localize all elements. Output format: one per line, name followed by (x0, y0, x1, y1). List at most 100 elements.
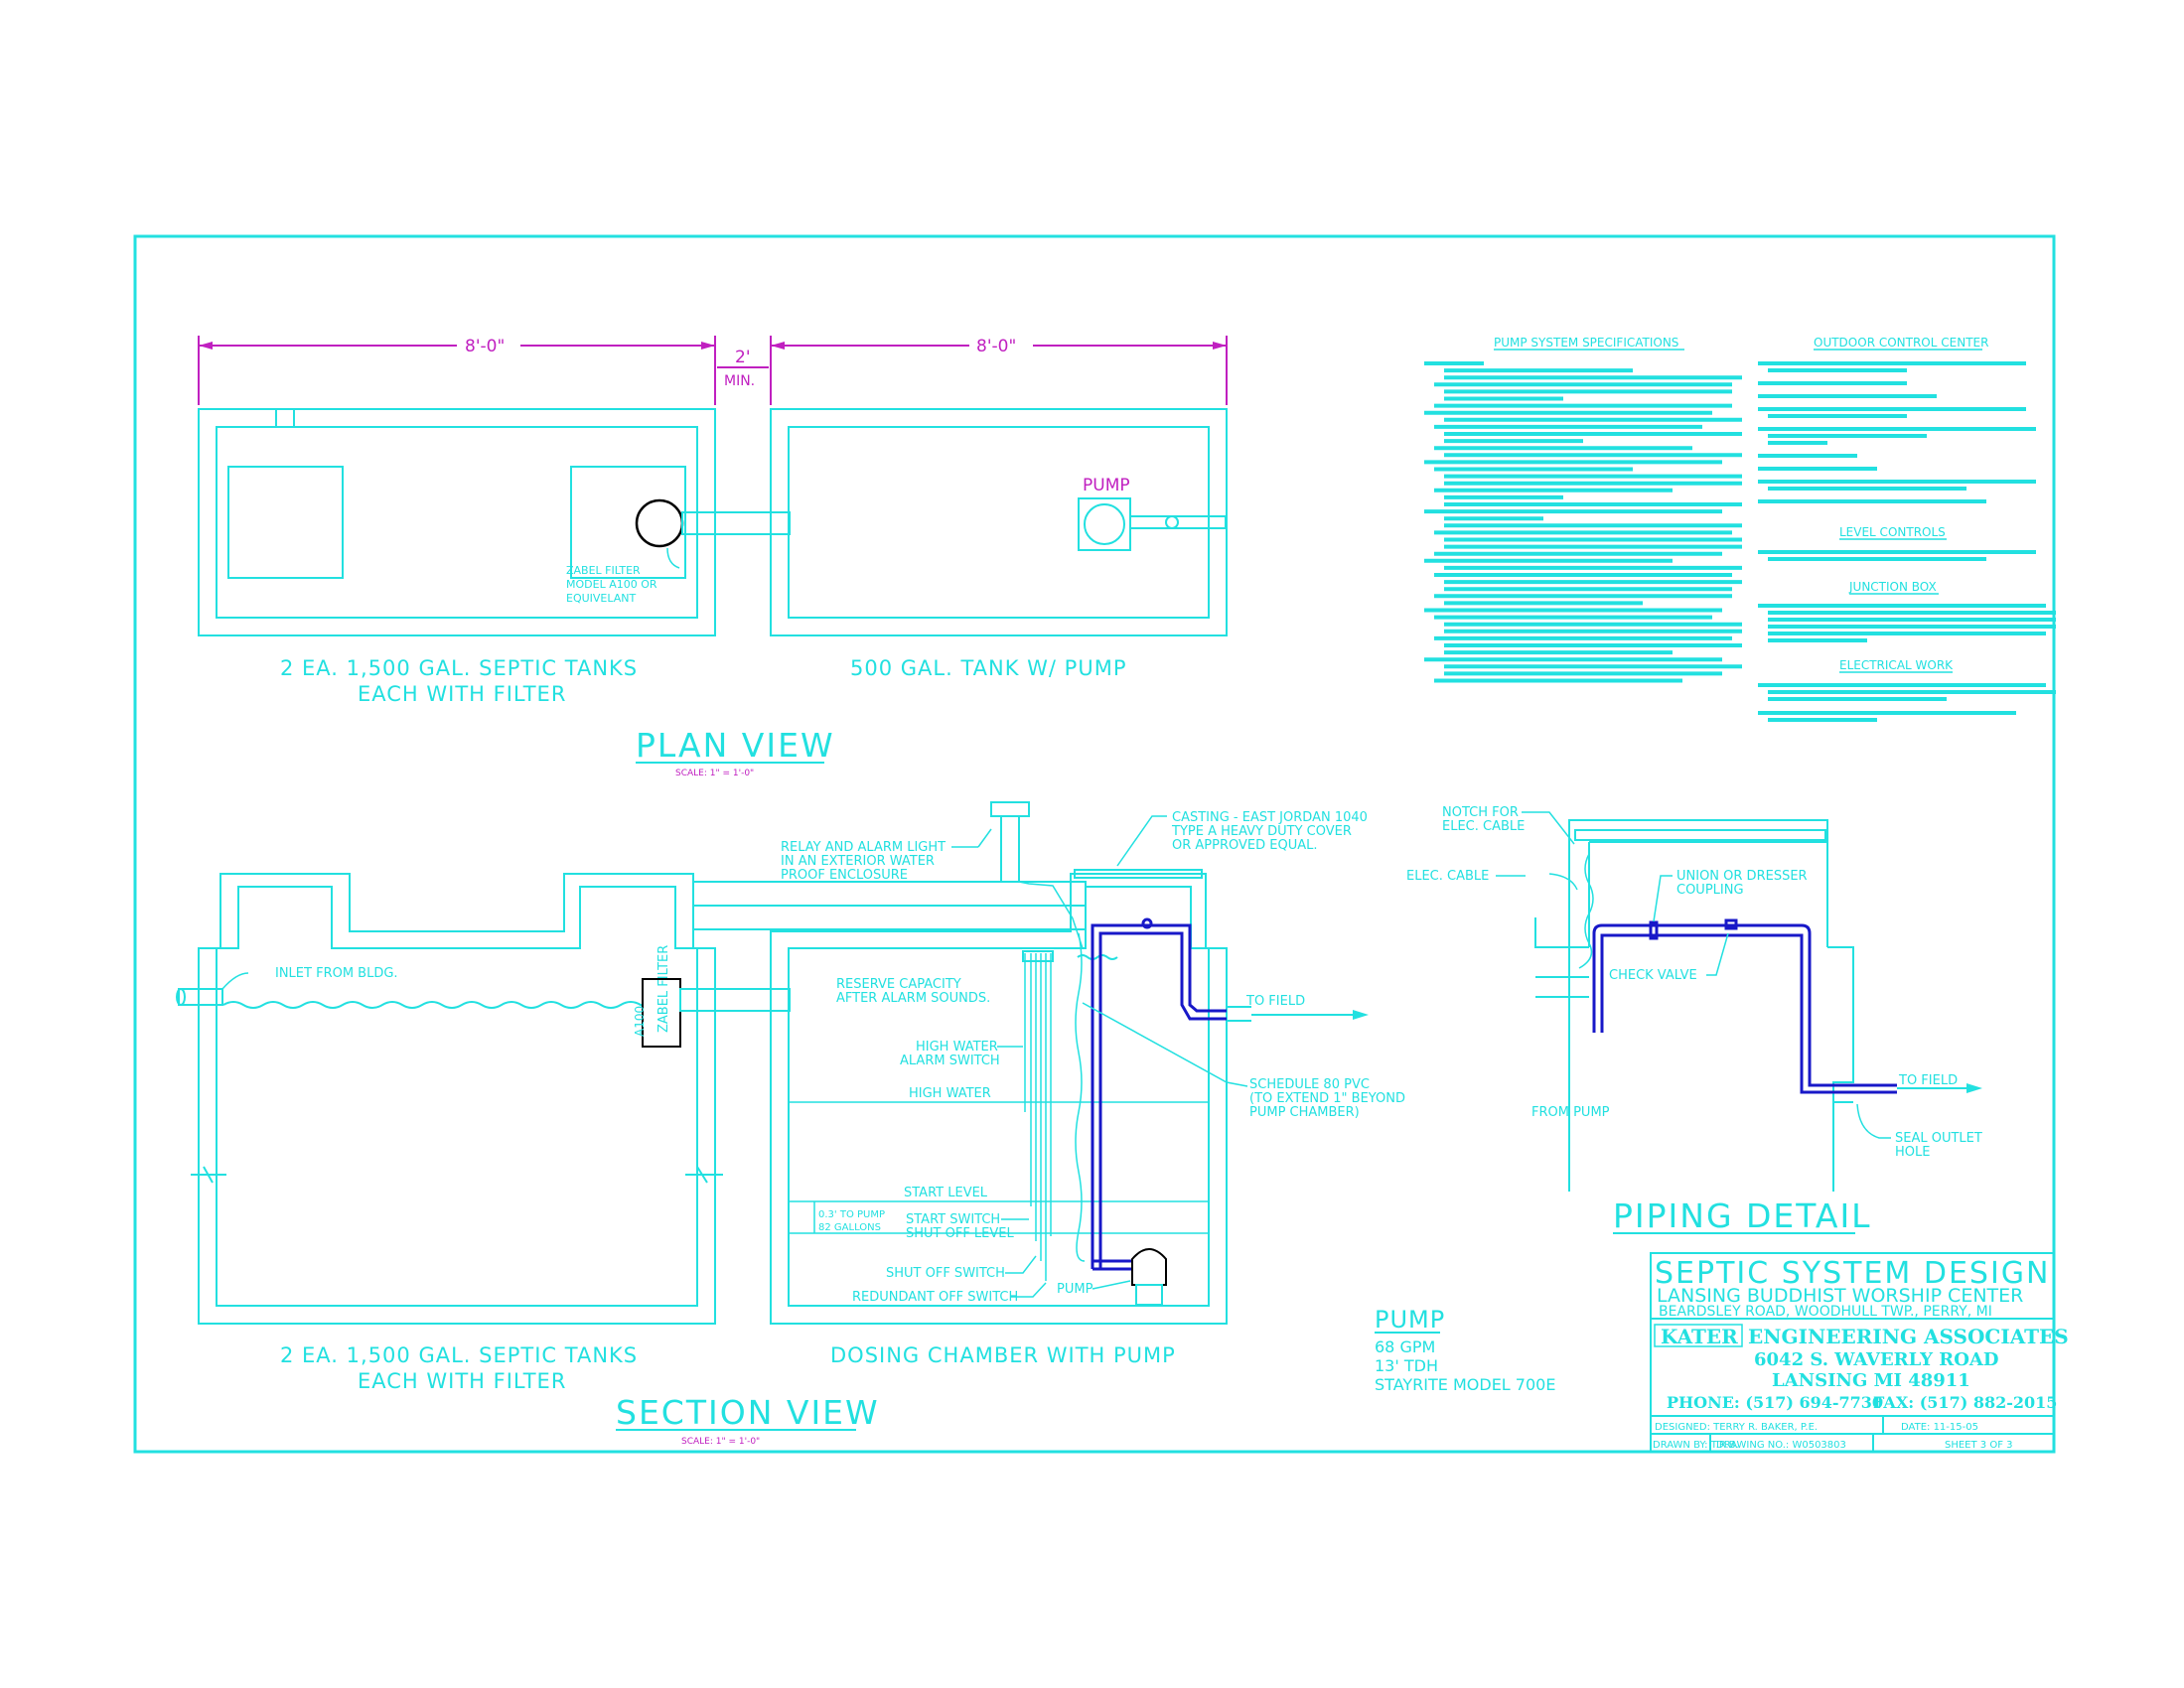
septic-tank-plan-outer (198, 408, 716, 636)
high-water-label: HIGH WATER (909, 1086, 991, 1101)
firm-city: LANSING MI 48911 (1772, 1370, 1970, 1391)
pump-spec-tdh: 13' TDH (1375, 1356, 1438, 1375)
sheet-number: SHEET 3 OF 3 (1945, 1440, 2013, 1451)
spec-heading-outdoor-control: OUTDOOR CONTROL CENTER (1814, 336, 1988, 350)
seal-note-1: SEAL OUTLET (1895, 1131, 1982, 1146)
check-valve-label: CHECK VALVE (1609, 968, 1697, 983)
shut-off-switch-label: SHUT OFF SWITCH (886, 1266, 1005, 1281)
dim-gap-min-label: MIN. (724, 373, 755, 389)
plan-caption-right: 500 GAL. TANK W/ PUMP (850, 656, 1127, 680)
casting-cover (1074, 869, 1203, 879)
union-note-1: UNION OR DRESSER (1676, 869, 1808, 884)
inlet-pipe (178, 988, 223, 1006)
dim-right-label: 8'-0" (976, 337, 1016, 356)
plan-caption-left-2: EACH WITH FILTER (358, 682, 566, 706)
spec-heading-electrical-work: ELECTRICAL WORK (1839, 658, 1954, 672)
septic-tank-section: INLET FROM BLDG. ZABEL FILTER A100 (176, 873, 791, 1325)
section-view-title: SECTION VIEW (616, 1393, 880, 1432)
firm-logo-box (1654, 1324, 1743, 1347)
high-water-switch-2: ALARM SWITCH (900, 1054, 1000, 1068)
pump-plan-circle (1084, 503, 1125, 545)
pump-tank-plan-inner (788, 426, 1210, 619)
spec-text-right-column (1758, 361, 2056, 722)
pump-spec: PUMP 68 GPM 13' TDH STAYRITE MODEL 700E (1375, 1306, 1555, 1394)
pump-spec-title: PUMP (1375, 1306, 1445, 1334)
schedule-note-2: (TO EXTEND 1" BEYOND (1249, 1091, 1405, 1106)
section-caption-left-1: 2 EA. 1,500 GAL. SEPTIC TANKS (280, 1343, 638, 1367)
filter-plan-circle (635, 498, 684, 548)
relay-note-1: RELAY AND ALARM LIGHT (781, 840, 946, 855)
section-caption-left-2: EACH WITH FILTER (358, 1369, 566, 1393)
piping-detail-title: PIPING DETAIL (1613, 1196, 1872, 1235)
inlet-label: INLET FROM BLDG. (275, 966, 398, 981)
from-pump-label: FROM PUMP (1531, 1105, 1610, 1120)
manhole-right (570, 466, 686, 579)
pump-discharge-pipe (1091, 923, 1227, 1269)
manhole-left (227, 466, 344, 579)
plan-connector (681, 511, 791, 535)
firm-fax: FAX: (517) 882-2015 (1873, 1393, 2057, 1412)
piping-detail-pipe (1592, 923, 1897, 1087)
title-block-title: SEPTIC SYSTEM DESIGN (1655, 1256, 2051, 1291)
relay-enclosure: RELAY AND ALARM LIGHT IN AN EXTERIOR WAT… (692, 801, 1087, 949)
pump-outlet-plan (1129, 515, 1227, 529)
piping-detail: NOTCH FOR ELEC. CABLE ELEC. CABLE UNION … (1406, 805, 1982, 1235)
casting-note-2: TYPE A HEAVY DUTY COVER (1171, 824, 1352, 839)
title-block-project: LANSING BUDDHIST WORSHIP CENTER (1657, 1285, 2023, 1307)
filter-model-label: A100 (633, 1006, 647, 1037)
seal-note-2: HOLE (1895, 1145, 1930, 1160)
pump-spec-gpm: 68 GPM (1375, 1337, 1435, 1356)
designed-by: DESIGNED: TERRY R. BAKER, P.E. (1655, 1422, 1818, 1433)
dosing-chamber-section: TO FIELD CASTING - EAST JORDAN 1040 TYPE… (770, 810, 1405, 1325)
firm-name: ENGINEERING ASSOCIATES (1748, 1325, 2069, 1348)
pump-spec-model: STAYRITE MODEL 700E (1375, 1375, 1555, 1394)
plan-view-title: PLAN VIEW (636, 726, 835, 765)
firm-logo: KATER (1661, 1325, 1738, 1348)
relay-note-2: IN AN EXTERIOR WATER (781, 854, 935, 869)
to-field-label: TO FIELD (1245, 994, 1305, 1009)
filter-note-2: MODEL A100 OR (566, 578, 657, 591)
drawn-by: DRAWN BY: T.R.B. (1653, 1440, 1739, 1451)
firm-address: 6042 S. WAVERLY ROAD (1754, 1349, 1998, 1370)
start-switch-label-1: START SWITCH (906, 1212, 1000, 1227)
tank-vent (275, 408, 295, 428)
specifications-block: PUMP SYSTEM SPECIFICATIONS OUTDOOR CONTR… (1424, 336, 2056, 722)
filter-note-3: EQUIVELANT (566, 592, 637, 605)
septic-tank-plan-inner (216, 426, 698, 619)
pump-body-section (1131, 1248, 1167, 1286)
dim-gap-label: 2' (735, 348, 751, 367)
section-view: INLET FROM BLDG. ZABEL FILTER A100 RELAY… (176, 801, 1405, 1447)
title-block: SEPTIC SYSTEM DESIGN LANSING BUDDHIST WO… (1650, 1252, 2069, 1453)
dose-note-2: 82 GALLONS (818, 1222, 881, 1233)
dim-left-label: 8'-0" (465, 337, 505, 356)
relay-note-3: PROOF ENCLOSURE (781, 868, 908, 883)
filter-section (642, 978, 681, 1048)
section-view-scale: SCALE: 1" = 1'-0" (681, 1437, 760, 1447)
section-caption-right: DOSING CHAMBER WITH PUMP (830, 1343, 1176, 1367)
spec-heading-junction-box: JUNCTION BOX (1848, 580, 1937, 594)
pump-plan-label: PUMP (1083, 476, 1130, 495)
dose-note-1: 0.3' TO PUMP (818, 1209, 885, 1220)
drawing-number: DRAWING NO.: W0503803 (1716, 1440, 1846, 1451)
sheet-border (133, 234, 2056, 1454)
piping-to-field-label: TO FIELD (1898, 1073, 1958, 1088)
casting-note-1: CASTING - EAST JORDAN 1040 (1172, 810, 1368, 825)
spec-heading-level-controls: LEVEL CONTROLS (1839, 525, 1946, 539)
plan-view-scale: SCALE: 1" = 1'-0" (675, 769, 754, 778)
high-water-switch-1: HIGH WATER (916, 1040, 998, 1055)
filter-note-1: ZABEL FILTER (566, 564, 641, 577)
schedule-note-3: PUMP CHAMBER) (1249, 1105, 1360, 1120)
notch-note-1: NOTCH FOR (1442, 805, 1519, 820)
spec-text-left-column (1424, 361, 1742, 683)
plan-caption-left-1: 2 EA. 1,500 GAL. SEPTIC TANKS (280, 656, 638, 680)
plan-dimensions: 8'-0" 8'-0" 2' MIN. (198, 334, 1228, 405)
plan-view: 8'-0" 8'-0" 2' MIN. ZABEL FILTER MODEL A… (198, 334, 1228, 778)
pump-box-plan (1078, 497, 1131, 551)
spec-heading-pump-system: PUMP SYSTEM SPECIFICATIONS (1494, 336, 1678, 350)
firm-phone: PHONE: (517) 694-7730 (1667, 1393, 1883, 1412)
drawing-date: DATE: 11-15-05 (1901, 1422, 1978, 1433)
piping-cover (1574, 829, 1826, 841)
septic-water-line (222, 1001, 661, 1009)
elec-cable-label: ELEC. CABLE (1406, 869, 1489, 884)
